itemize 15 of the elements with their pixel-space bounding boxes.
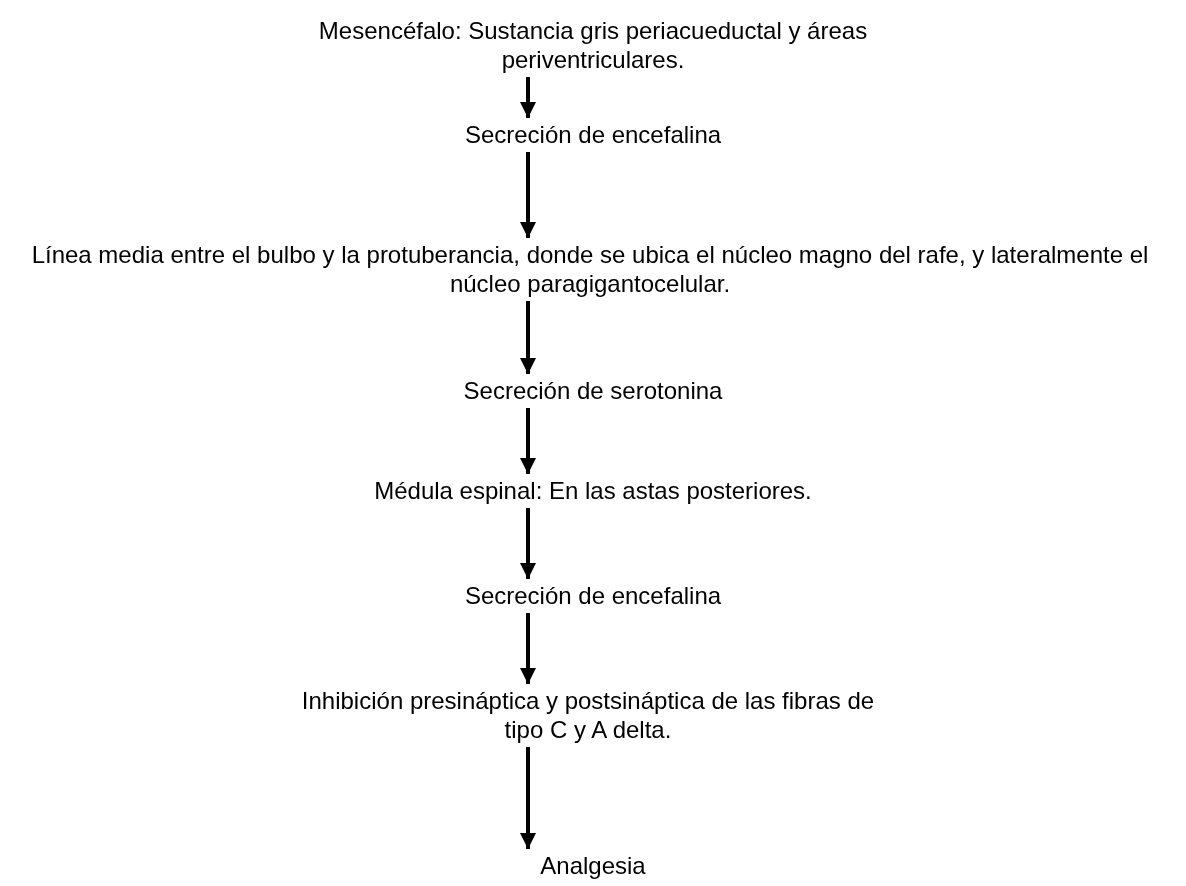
arrow <box>520 152 536 238</box>
arrow <box>520 408 536 474</box>
step-text: Médula espinal: En las astas posteriores. <box>374 476 812 505</box>
step-text: Secreción de serotonina <box>463 376 723 405</box>
step-text: Secreción de encefalina <box>464 581 722 610</box>
arrow <box>520 77 536 118</box>
step-text: Línea media entre el bulbo y la protuberancia, donde se ubica el núcleo magno del rafe, y lateralmente el núcleo paragigantocelular. <box>30 240 1150 298</box>
arrow <box>520 613 536 684</box>
arrow <box>520 301 536 374</box>
step-text: Secreción de encefalina <box>464 120 722 149</box>
arrow <box>520 508 536 579</box>
arrow <box>520 747 536 849</box>
step-text: Analgesia <box>540 851 646 880</box>
step-text: Inhibición presináptica y postsináptica de las fibras de tipo C y A delta. <box>300 686 876 744</box>
step-text: Mesencéfalo: Sustancia gris periacueductal y áreas periventriculares. <box>317 16 869 74</box>
